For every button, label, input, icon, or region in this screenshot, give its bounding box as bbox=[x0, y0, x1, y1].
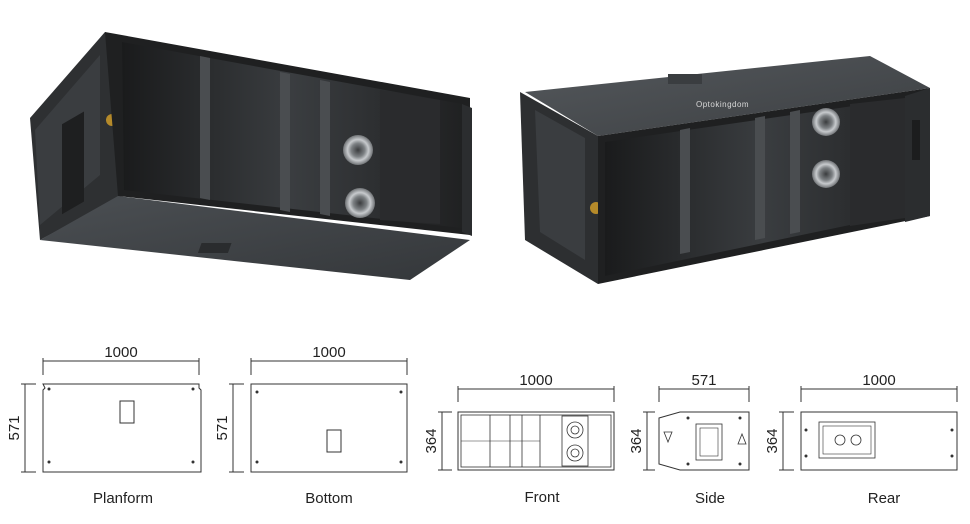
speaker-photo-front-high: Optokingdom bbox=[520, 56, 930, 284]
planform-outline bbox=[42, 383, 202, 473]
bottom-outline bbox=[250, 383, 408, 473]
rear-outline bbox=[800, 411, 958, 471]
rear-view: 1000 364 Rear bbox=[764, 372, 958, 507]
side-height-label: 364 bbox=[628, 428, 645, 453]
cabinet-top-panel bbox=[525, 56, 930, 136]
planform-width-label: 1000 bbox=[104, 344, 137, 361]
caption-front: Front bbox=[524, 489, 560, 506]
connector-icon-2 bbox=[850, 434, 862, 446]
front-outline bbox=[457, 411, 615, 471]
driver-upper-icon bbox=[343, 135, 373, 165]
cabinet-bottom-panel bbox=[40, 196, 470, 280]
side-width-label: 571 bbox=[691, 372, 716, 389]
rear-height-label: 364 bbox=[764, 428, 781, 453]
driver-lower-icon-2 bbox=[812, 160, 840, 188]
driver-lower-icon bbox=[345, 188, 375, 218]
dimension-drawings: 1000 571 Planform 1000 571 Bottom bbox=[6, 344, 958, 507]
brand-label: Optokingdom bbox=[696, 100, 749, 109]
rear-width-label: 1000 bbox=[862, 372, 895, 389]
caption-bottom: Bottom bbox=[305, 490, 353, 507]
bottom-height-label: 571 bbox=[214, 415, 231, 440]
planform-view: 1000 571 Planform bbox=[6, 344, 202, 507]
caption-planform: Planform bbox=[93, 490, 153, 507]
connector-panel bbox=[818, 421, 876, 459]
connector-icon-1 bbox=[834, 434, 846, 446]
speaker-photo-front-low bbox=[30, 32, 472, 280]
caption-rear: Rear bbox=[868, 490, 901, 507]
front-width-label: 1000 bbox=[519, 372, 552, 389]
caption-side: Side bbox=[695, 490, 725, 507]
bottom-view: 1000 571 Bottom bbox=[214, 344, 408, 507]
planform-height-label: 571 bbox=[6, 415, 23, 440]
bottom-width-label: 1000 bbox=[312, 344, 345, 361]
front-height-label: 364 bbox=[423, 428, 440, 453]
driver-upper-icon-2 bbox=[812, 108, 840, 136]
side-view: 571 364 Side bbox=[628, 372, 750, 507]
front-view: 1000 364 Front bbox=[423, 372, 615, 506]
side-outline bbox=[658, 411, 750, 471]
